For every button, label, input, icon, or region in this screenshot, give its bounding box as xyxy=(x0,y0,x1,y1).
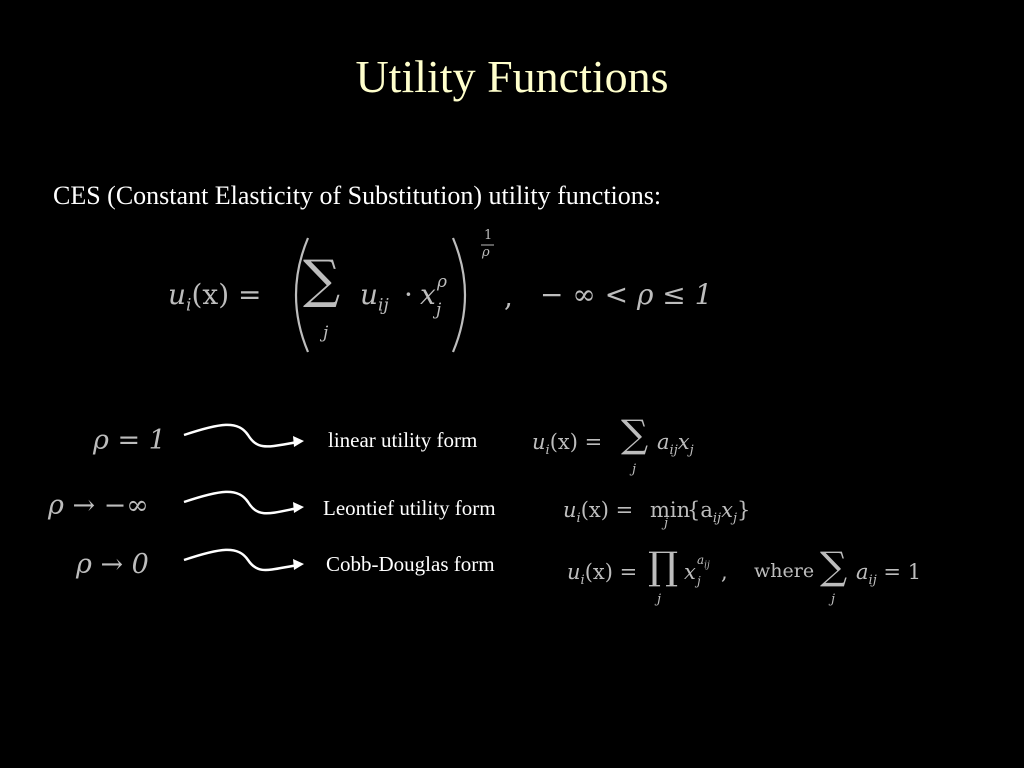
case-label: linear utility form xyxy=(328,428,478,452)
exponent-denominator: ρ xyxy=(482,245,490,260)
formula-comma: , xyxy=(504,280,513,313)
left-paren xyxy=(294,237,310,353)
case-condition: ρ → −∞ xyxy=(48,490,149,521)
product-body: x xyxy=(684,560,696,584)
formula-condition: − ∞ < ρ ≤ 1 xyxy=(540,278,713,311)
arrow-cobb-douglas xyxy=(183,548,304,572)
right-paren xyxy=(451,237,467,353)
exponent-fraction-bar xyxy=(481,244,494,246)
formula-lhs: ui(x) = xyxy=(168,278,262,316)
sum-index: j xyxy=(831,592,836,607)
min-index: j xyxy=(664,516,669,531)
case-label: Cobb-Douglas form xyxy=(326,552,495,576)
sum-index: j xyxy=(323,323,329,343)
case-formula-lhs: ui(x) = xyxy=(563,498,634,527)
case-formula-body: {aijxj} xyxy=(687,498,751,527)
arrow-linear xyxy=(183,423,304,448)
slide-title: Utility Functions xyxy=(355,51,669,102)
case-formula-lhs: ui(x) = xyxy=(567,560,638,589)
case-condition: ρ = 1 xyxy=(93,425,166,456)
sum-index: j xyxy=(632,462,637,477)
dot-operator: · xyxy=(404,278,413,311)
case-label: Leontief utility form xyxy=(323,496,496,520)
product-body-sup: aij xyxy=(697,553,710,571)
summation-symbol: ∑ xyxy=(303,250,341,310)
formula-term: uij xyxy=(360,278,389,316)
summation-symbol: ∑ xyxy=(621,412,649,456)
arrow-leontief xyxy=(183,490,304,515)
summation-symbol: ∑ xyxy=(820,544,848,588)
where-text: where xyxy=(754,560,815,582)
formula-comma: , xyxy=(721,560,728,584)
case-formula-body: aijxj xyxy=(657,430,694,459)
exponent-numerator: 1 xyxy=(484,228,493,243)
formula-var-sup: ρ xyxy=(437,272,447,292)
curved-arrows xyxy=(183,423,304,572)
case-condition: ρ → 0 xyxy=(76,549,149,580)
product-index: j xyxy=(657,592,662,607)
sum-body: aij = 1 xyxy=(856,560,922,589)
formula-var-sub: j xyxy=(436,300,442,320)
min-operator: min xyxy=(650,498,691,522)
product-body-sub: j xyxy=(697,574,701,588)
formula-var: x xyxy=(420,278,436,311)
case-formula-lhs: ui(x) = xyxy=(532,430,603,459)
product-symbol: ∏ xyxy=(648,544,679,588)
slide-subtitle: CES (Constant Elasticity of Substitution… xyxy=(53,181,662,210)
